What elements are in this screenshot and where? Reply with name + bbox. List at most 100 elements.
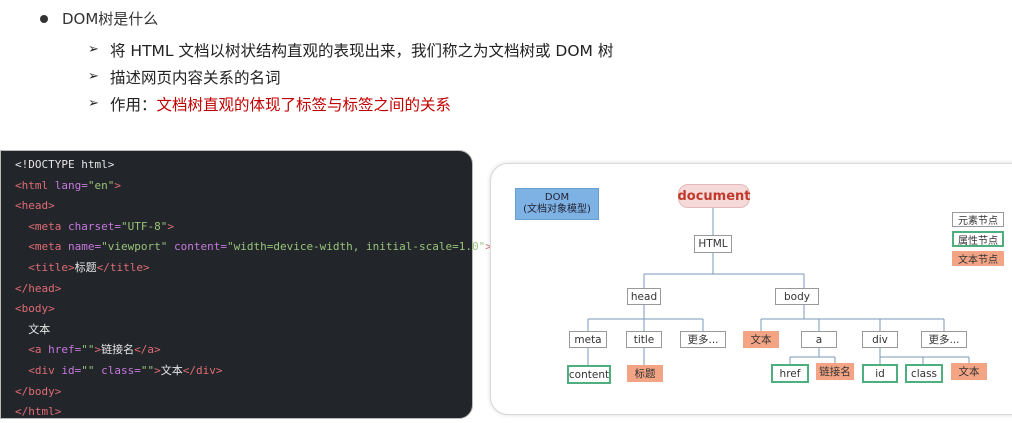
arrow-bullet-icon: ➢: [88, 42, 99, 57]
div-text-node: 文本: [951, 363, 987, 380]
text: 文本: [28, 322, 51, 336]
attr-value: "viewport": [101, 240, 168, 254]
attr: href=: [41, 343, 82, 357]
node-label: 更多...: [687, 334, 719, 346]
code-line: </head>: [15, 279, 472, 300]
code-line: <html lang="en">: [15, 176, 472, 197]
attr-value: "": [140, 363, 155, 377]
attr-value: "UTF-8": [120, 219, 168, 233]
node-label: 更多...: [928, 334, 960, 346]
code-line: <meta name="viewport" content="width=dev…: [15, 237, 492, 258]
node-label: 文本: [958, 366, 980, 378]
code-line: 文本: [15, 320, 472, 341]
tag: <title>: [28, 260, 75, 274]
more-node: 更多...: [680, 331, 726, 348]
tag: </html>: [15, 405, 62, 419]
legend-element: 元素节点: [952, 212, 1004, 227]
node-label: body: [784, 290, 810, 303]
tag: </div>: [182, 363, 223, 377]
a-node: a: [801, 331, 837, 348]
head-node: head: [627, 288, 661, 305]
node-label: a: [815, 333, 823, 346]
id-attr-node: id: [862, 364, 898, 383]
node-label: title: [633, 333, 655, 346]
node-label: href: [779, 367, 801, 380]
node-label: head: [630, 290, 658, 303]
legend-label: 文本节点: [958, 255, 998, 266]
title-node: title: [626, 331, 662, 348]
legend-text: 文本节点: [952, 251, 1004, 266]
node-label: id: [875, 367, 885, 380]
node-label: HTML: [698, 238, 728, 250]
tag: >: [114, 178, 121, 192]
attr-value: "width=device-width, initial-scale=1.0": [226, 240, 486, 254]
content-attr-node: content: [567, 365, 611, 384]
arrow-bullet-icon: ➢: [88, 96, 99, 111]
tag: <a: [28, 343, 42, 357]
dom-sublabel: (文档对象模型): [523, 204, 591, 215]
tag: </a>: [134, 343, 161, 357]
node-label: 链接名: [819, 366, 851, 378]
class-attr-node: class: [905, 364, 943, 383]
legend-attribute: 属性节点: [952, 231, 1004, 247]
bullet-title: DOM树是什么: [62, 10, 159, 28]
list-item: ➢ 作用： 文档树直观的体现了标签与标签之间的关系: [88, 90, 613, 117]
code-line: <body>: [15, 299, 472, 320]
node-label: div: [872, 333, 888, 346]
dom-tree-diagram: DOM (文档对象模型) document HTML head body met…: [490, 163, 1012, 415]
attr: class=: [94, 363, 141, 377]
tag: <html: [15, 178, 49, 192]
tag: </head>: [15, 281, 62, 295]
code-line: <meta charset="UTF-8">: [15, 217, 472, 238]
tag: </body>: [15, 384, 62, 398]
node-label: document: [677, 188, 751, 204]
attr: charset=: [61, 219, 121, 233]
tag: <meta: [28, 240, 62, 254]
legend-label: 属性节点: [958, 235, 998, 247]
tag: >: [485, 240, 492, 254]
tag: <body>: [15, 302, 55, 316]
tree-connectors: [587, 208, 970, 365]
list-item-text: 作用：: [110, 95, 157, 114]
attr-value: "en": [87, 178, 115, 192]
attr: lang=: [48, 178, 88, 192]
tag: <div: [28, 363, 55, 377]
code-line: </html>: [15, 402, 472, 423]
tag: </title>: [96, 260, 150, 274]
list-item-text: 描述网页内容关系的名词: [110, 68, 281, 87]
text: 标题: [74, 260, 97, 274]
meta-node: meta: [569, 331, 607, 348]
attr-value: "": [81, 363, 95, 377]
node-label: 文本: [750, 334, 772, 346]
attr: id=: [54, 363, 82, 377]
node-label: class: [910, 367, 938, 380]
bullet-heading: DOM树是什么: [40, 8, 158, 29]
code-block: <!DOCTYPE html> <html lang="en"> <head> …: [0, 150, 492, 419]
list-item: ➢ 将 HTML 文档以树状结构直观的表现出来，我们称之为文档树或 DOM 树: [88, 36, 613, 63]
code-line: <title>标题</title>: [15, 258, 472, 279]
node-label: meta: [574, 333, 602, 346]
code-line: </body>: [15, 382, 472, 403]
text: 链接名: [101, 343, 135, 357]
href-attr-node: href: [771, 364, 809, 383]
code-line: <div id="" class="">文本</div>: [15, 361, 472, 382]
code-line: <a href="">链接名</a>: [15, 340, 472, 361]
list-item-highlight: 文档树直观的体现了标签与标签之间的关系: [156, 95, 452, 114]
tag: >: [154, 363, 161, 377]
list-item-text: 将 HTML 文档以树状结构直观的表现出来，我们称之为文档树或 DOM 树: [110, 41, 614, 60]
code-line: <!DOCTYPE html>: [15, 155, 472, 176]
more-node: 更多...: [921, 331, 967, 348]
link-text-node: 链接名: [816, 363, 854, 380]
legend-label: 元素节点: [958, 216, 998, 227]
arrow-bullet-icon: ➢: [88, 69, 99, 84]
attr: name=: [61, 240, 102, 254]
body-node: body: [775, 288, 819, 305]
attr: content=: [167, 240, 227, 254]
code-line: <head>: [15, 196, 472, 217]
tag: <head>: [15, 199, 55, 213]
bullet-dot-icon: [40, 14, 48, 23]
tag: >: [167, 219, 174, 233]
tag: <meta: [28, 219, 62, 233]
node-label: content: [568, 368, 610, 381]
tag: >: [94, 343, 102, 357]
